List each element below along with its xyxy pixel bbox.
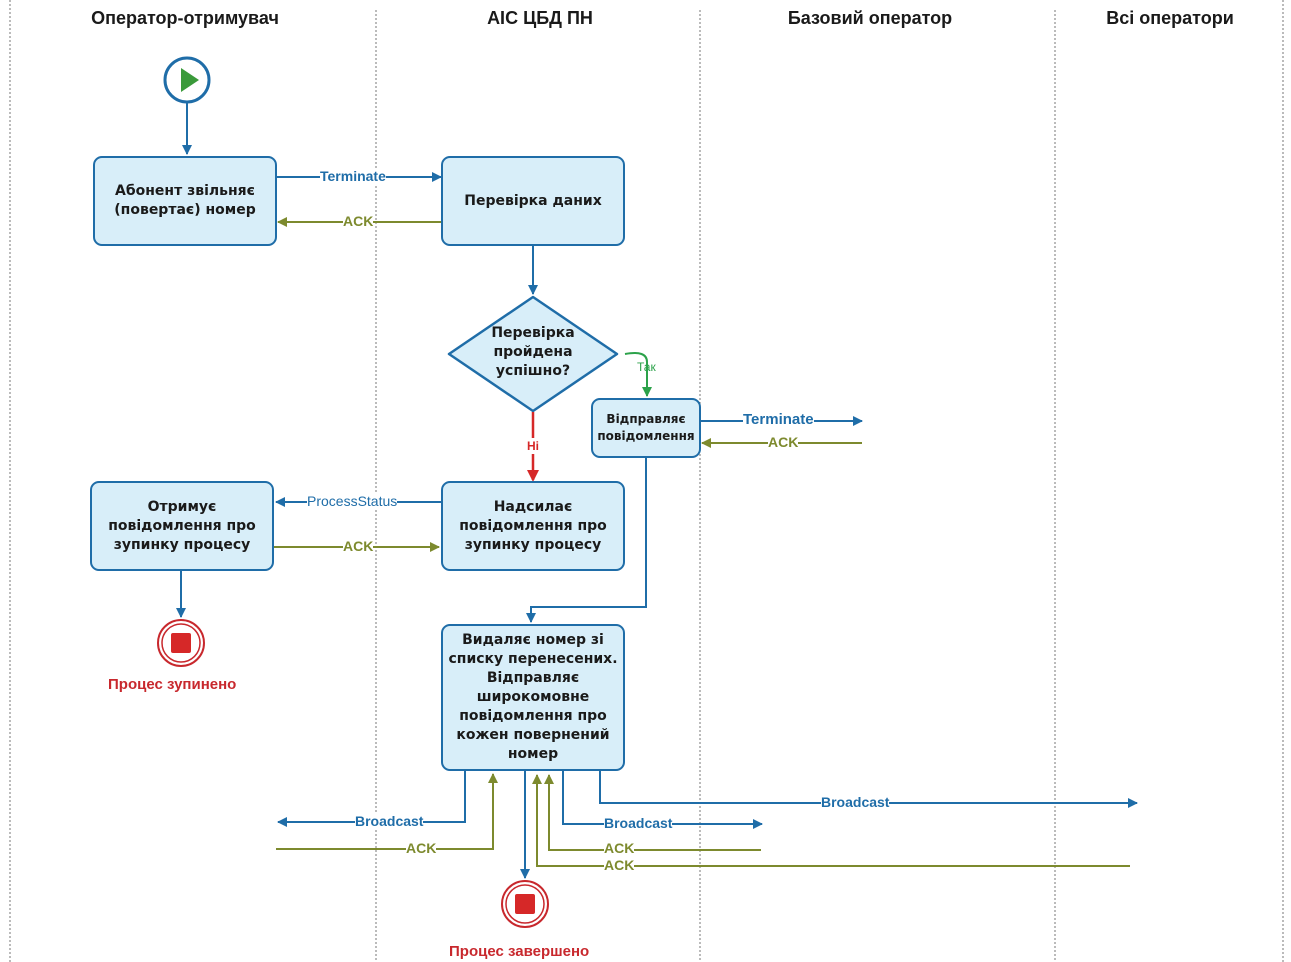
- node-send-message[interactable]: Відправляє повідомлення: [591, 398, 701, 458]
- label-ack-1: ACK: [343, 213, 374, 229]
- edge-send-to-delete: [526, 458, 647, 623]
- edge-ack-mid-1: [544, 774, 761, 851]
- label-ack-mid-1: ACK: [604, 840, 635, 856]
- label-ack-3: ACK: [343, 538, 374, 554]
- node-data-check[interactable]: Перевірка даних: [441, 156, 625, 246]
- edge-broadcast-right: [599, 770, 1138, 808]
- end-label-process-finished: Процес завершено: [449, 943, 590, 960]
- lane-title-base-operator: Базовий оператор: [787, 8, 953, 28]
- node-abonent-releases-number[interactable]: Абонент звільняє (повертає) номер: [93, 156, 277, 246]
- end-event-finished: [501, 880, 549, 928]
- label-terminate-2: Terminate: [743, 411, 814, 428]
- lane-title-ais-cbd: АІС ЦБД ПН: [487, 8, 593, 28]
- stop-icon: [171, 633, 191, 653]
- label-terminate-1: Terminate: [320, 168, 386, 184]
- start-event: [163, 56, 211, 104]
- edge-yes: [624, 352, 652, 397]
- node-decision-check-passed[interactable]: Перевірка пройдена успішно?: [491, 325, 575, 379]
- label-ack-left: ACK: [406, 840, 437, 856]
- decision-diamond: [447, 295, 619, 413]
- edge-broadcast-mid: [562, 770, 763, 829]
- node-delete-number-broadcast[interactable]: Видаляє номер зі списку перенесених. Від…: [441, 624, 625, 771]
- label-no: Ні: [527, 438, 539, 454]
- node-send-stop-notice[interactable]: Надсилає повідомлення про зупинку процес…: [441, 481, 625, 571]
- label-ack-2: ACK: [768, 434, 799, 450]
- label-yes: Так: [637, 360, 656, 374]
- node-receive-stop-notice[interactable]: Отримує повідомлення про зупинку процесу: [90, 481, 274, 571]
- edge-ack-mid-2: [532, 774, 1130, 867]
- end-label-process-stopped: Процес зупинено: [108, 676, 237, 693]
- label-broadcast-left: Broadcast: [355, 813, 424, 829]
- lane-title-recipient-operator: Оператор-отримувач: [91, 8, 279, 28]
- stop-icon: [515, 894, 535, 914]
- edge-broadcast-left: [277, 770, 466, 827]
- play-icon: [181, 68, 199, 92]
- label-process-status: ProcessStatus: [307, 493, 398, 509]
- label-broadcast-right: Broadcast: [821, 794, 890, 810]
- end-event-stopped: [157, 619, 205, 667]
- lane-title-all-operators: Всі оператори: [1106, 8, 1234, 28]
- label-broadcast-mid: Broadcast: [604, 815, 673, 831]
- edge-ack-left: [276, 773, 498, 850]
- label-ack-mid-2: ACK: [604, 857, 635, 873]
